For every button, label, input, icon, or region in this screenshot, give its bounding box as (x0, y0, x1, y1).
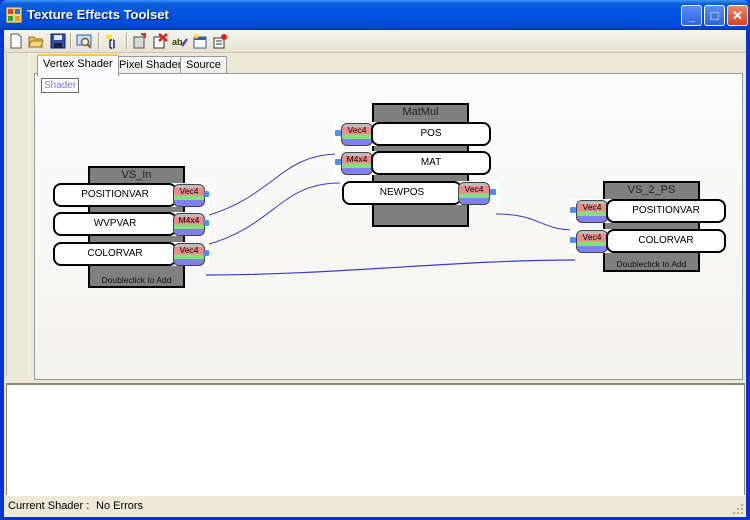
port-label: COLORVAR (53, 242, 177, 266)
side-panel (6, 54, 30, 376)
node-canvas-panel[interactable]: Shader VS_In Doubleclick to Add POSITION… (34, 73, 743, 380)
shader-group-label: Shader (41, 78, 80, 93)
port-connector[interactable] (490, 189, 496, 195)
port-label: MAT (371, 151, 491, 175)
wire-newpos-to-positionvar (495, 213, 576, 231)
node-title: VS_In (121, 169, 152, 181)
properties-icon[interactable] (192, 33, 208, 49)
node-title: MatMul (402, 106, 439, 118)
svg-text:ab: ab (172, 37, 183, 47)
input-port-positionvar[interactable]: Vec4 POSITIONVAR (570, 199, 726, 223)
tab-control: Vertex Shader Pixel Shader Source Shader… (34, 54, 743, 380)
rename-icon[interactable]: ab (172, 33, 188, 49)
node-footer-hint: Doubleclick to Add (101, 275, 172, 285)
port-label: COLORVAR (606, 229, 726, 253)
port-connector[interactable] (203, 191, 209, 197)
tab-source[interactable]: Source (180, 56, 227, 74)
wire-wvpvar-to-mat (205, 182, 341, 246)
minimize-icon: _ (687, 8, 696, 23)
add-output-icon[interactable] (212, 33, 228, 49)
connection-wires (205, 153, 576, 276)
node-vs-2-ps[interactable]: VS_2_PS Doubleclick to Add (603, 181, 700, 272)
port-connector[interactable] (335, 130, 341, 136)
port-connector[interactable] (570, 207, 576, 213)
toolbar-separator (70, 33, 72, 49)
open-folder-icon[interactable] (28, 33, 44, 49)
save-icon[interactable] (50, 33, 66, 49)
preview-icon[interactable] (76, 33, 92, 49)
output-port-colorvar[interactable]: COLORVAR Vec4 (53, 242, 209, 266)
output-port-newpos[interactable]: NEWPOS Vec4 (342, 181, 500, 205)
toolbar-separator (126, 33, 128, 49)
status-value: No Errors (96, 500, 144, 512)
node-footer-hint: Doubleclick to Add (616, 259, 687, 269)
client-area: ab Vertex Shader Pixel Shader Source Sha… (4, 30, 746, 517)
port-type-badge: Vec4 (458, 182, 490, 205)
port-type-badge: M4x4 (341, 152, 373, 175)
app-icon (6, 7, 22, 23)
output-pane[interactable] (6, 383, 745, 496)
port-label: WVPVAR (53, 212, 177, 236)
port-type-badge: Vec4 (576, 200, 608, 223)
minimize-button[interactable]: _ (681, 5, 702, 26)
resize-grip-icon[interactable] (732, 503, 744, 515)
port-label: POS (371, 122, 491, 146)
port-connector[interactable] (570, 237, 576, 243)
port-label: NEWPOS (342, 181, 462, 205)
input-port-mat[interactable]: M4x4 MAT (335, 151, 491, 175)
input-port-pos[interactable]: Vec4 POS (335, 122, 491, 146)
toolbar: ab (4, 30, 746, 53)
output-port-positionvar[interactable]: POSITIONVAR Vec4 (53, 183, 209, 207)
port-connector[interactable] (203, 220, 209, 226)
close-button[interactable]: ✕ (727, 5, 748, 26)
wire-positionvar-to-pos (205, 153, 341, 217)
status-bar: Current Shader : No Errors (4, 495, 746, 517)
port-type-badge: Vec4 (341, 123, 373, 146)
tab-pixel-shader[interactable]: Pixel Shader (113, 56, 188, 74)
window-title: Texture Effects Toolset (27, 7, 169, 22)
output-port-wvpvar[interactable]: WVPVAR M4x4 (53, 212, 209, 236)
port-connector[interactable] (335, 159, 341, 165)
node-title: VS_2_PS (627, 184, 676, 196)
port-type-badge: Vec4 (173, 243, 205, 266)
maximize-button[interactable]: □ (704, 5, 725, 26)
maximize-icon: □ (710, 8, 719, 23)
wire-colorvar-to-colorvar (205, 259, 576, 276)
delete-node-icon[interactable] (152, 33, 168, 49)
status-label: Current Shader : (8, 500, 90, 512)
port-type-badge: Vec4 (173, 184, 205, 207)
port-type-badge: Vec4 (576, 230, 608, 253)
port-connector[interactable] (203, 250, 209, 256)
port-label: POSITIONVAR (53, 183, 177, 207)
new-variable-icon[interactable] (104, 33, 120, 49)
title-bar[interactable]: Texture Effects Toolset _ □ ✕ (0, 0, 750, 30)
toolbar-separator (98, 33, 100, 49)
add-node-icon[interactable] (132, 33, 148, 49)
input-port-colorvar[interactable]: Vec4 COLORVAR (570, 229, 726, 253)
tab-vertex-shader[interactable]: Vertex Shader (37, 54, 119, 76)
close-icon: ✕ (732, 8, 743, 23)
port-label: POSITIONVAR (606, 199, 726, 223)
new-file-icon[interactable] (8, 33, 24, 49)
port-type-badge: M4x4 (173, 213, 205, 236)
